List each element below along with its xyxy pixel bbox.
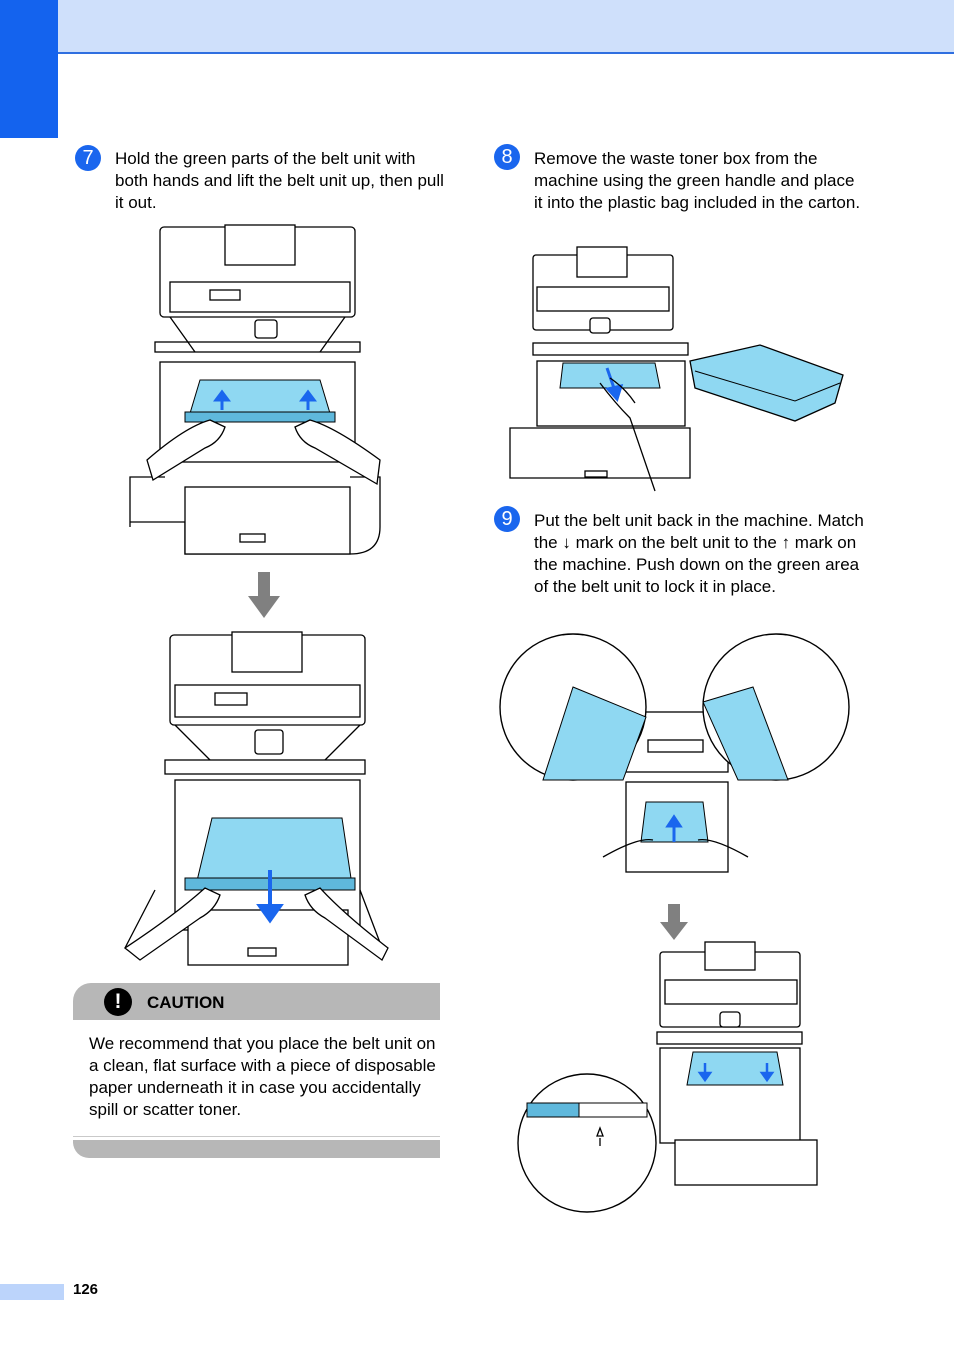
- chapter-tab: [0, 0, 58, 138]
- caution-text: We recommend that you place the belt uni…: [89, 1034, 436, 1119]
- figure-waste-toner-removal: [509, 246, 844, 492]
- caution-footer-bar: [73, 1140, 440, 1158]
- step-8-text: Remove the waste toner box from the mach…: [534, 149, 861, 212]
- figure-belt-unit-locked: [517, 941, 818, 1213]
- step-7-text: Hold the green parts of the belt unit wi…: [115, 149, 444, 212]
- caution-divider: [73, 1136, 440, 1137]
- figure-belt-unit-lift: [129, 224, 381, 555]
- down-arrow-icon: [660, 904, 688, 940]
- step-9-text: Put the belt unit back in the machine. M…: [534, 511, 864, 596]
- page-number: 126: [73, 1281, 99, 1298]
- header-band: [58, 0, 954, 54]
- step-8-number: 8: [494, 144, 520, 170]
- caution-header-bar: [73, 983, 440, 1020]
- exclamation-icon: !: [104, 988, 132, 1016]
- page-number-tab: [0, 1284, 64, 1300]
- caution-title: CAUTION: [147, 993, 225, 1012]
- figure-belt-unit-pull-out: [123, 631, 389, 966]
- figure-belt-unit-insertion: [499, 633, 850, 873]
- step-9-number: 9: [494, 506, 520, 532]
- down-arrow-icon: [248, 572, 280, 618]
- step-7-number: 7: [75, 145, 101, 171]
